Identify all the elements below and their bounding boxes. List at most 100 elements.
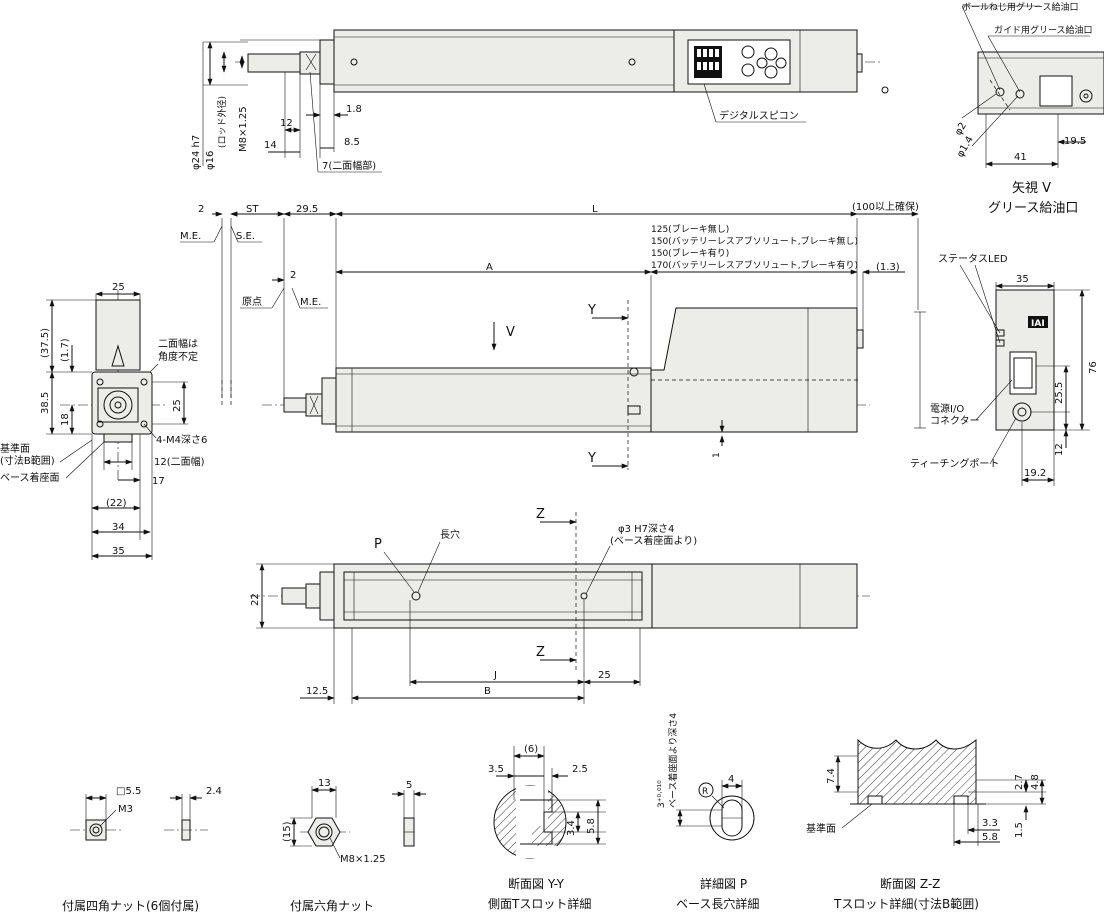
long-hole [411,591,421,601]
callout-long-hole: 長穴 [440,528,460,541]
callout-base-mount: ベース着座面 [0,471,60,484]
dim-zz-1-5: 1.5 [1014,822,1025,838]
dim-14: 14 [264,140,277,151]
dim-zz-2-7: 2.7 [1014,774,1025,790]
pin-hole [580,592,588,600]
detail-p-mark: P [374,537,382,552]
dim-clearance: (100以上確保) [852,200,919,213]
dim-r-25-5: 25.5 [1054,382,1065,404]
dim-hex-13: 13 [318,778,331,789]
dim-zz-7-4: 7.4 [826,768,837,784]
dim-origin-2: 2 [290,270,296,281]
dim-end-38-5: 38.5 [40,392,51,414]
section-z-top: Z [536,507,545,522]
dip-switch-icon [694,46,722,78]
dim-1-3: (1.3) [876,262,900,273]
dim-flats-7: 7(二面幅部) [322,159,376,172]
square-nut-detail: □5.5 M3 2.4 付属四角ナット(6個付属) [62,786,222,913]
dim-12: 12 [280,118,293,129]
dim-end-17: 17 [152,476,165,487]
callout-power-io-2: コネクター [930,415,980,427]
panel-down-button-icon [764,65,778,79]
dim-end-12-flats: 12(二面幅) [154,455,205,468]
side-view: Y Y V 2 ST 29.5 L (100以上確保) 125(ブレーキ無し) … [180,200,919,470]
dim-b-j: J [493,670,497,681]
dim-yy-5-8: 5.8 [586,818,597,834]
callout-teaching-port: ティーチングポート [910,457,999,470]
dim-hex-15: (15) [282,821,293,842]
dim-r-76: 76 [1088,361,1099,374]
callout-power-io-1: 電源I/O [930,402,964,415]
callout-reference-surface: 基準面 [806,822,836,835]
section-y-bottom: Y [587,451,596,466]
dim-thread: M8×1.25 [238,106,249,152]
dim-v-41: 41 [1014,152,1027,163]
dim-end-35: 35 [112,546,125,557]
callout-reference-surface-2: (寸法B範囲) [0,454,55,467]
hex-nut-detail: 13 (15) M8×1.25 5 付属六角ナット [282,778,426,913]
callout-pin-hole-2: (ベース着座面より) [610,534,697,547]
zz-title: 断面図 Z-Z [880,876,940,891]
top-body [333,29,675,93]
dim-a: A [486,262,493,273]
label-me-right: M.E. [300,297,321,308]
iai-logo [1028,316,1048,328]
side-controller [650,307,858,433]
dim-2: 2 [198,204,204,215]
panel-button-icon [741,63,755,77]
side-body [335,367,652,433]
dim-hex-5: 5 [406,780,412,791]
dim-yy-3-4: 3.4 [566,820,577,836]
dim-1-8: 1.8 [346,104,362,115]
dim-a-note-3: 150(ブレーキ有り) [651,247,729,259]
panel-up-button-icon [764,47,778,61]
radius-icon [698,782,714,798]
dim-rod-outer-note: (ロッド外径) [216,96,228,148]
yy-subtitle: 側面Tスロット詳細 [488,896,591,911]
callout-digital-speed-controller: デジタルスピコン [719,109,799,122]
dim-1: 1 [712,452,722,458]
dim-p-r: R [702,787,708,797]
dim-a-note-4: 170(バッテリーレスアブソリュート,ブレーキ有り) [651,259,858,271]
p-subtitle: ベース長穴詳細 [676,896,759,911]
dim-b-b: B [484,686,491,697]
callout-flats-1: 二面幅は [158,337,198,350]
iai-logo-text: IAI [1031,319,1045,329]
callout-reference-surface-1: 基準面 [0,442,30,455]
callout-ball-screw-grease: ボールねじ用グリース給油口 [962,1,1079,13]
bottom-body [333,563,653,629]
dim-r-12: 12 [1054,443,1065,456]
p-title: 詳細図 P [700,876,747,891]
dim-rod-outer: φ16 [205,151,216,170]
dim-hex-thread: M8×1.25 [340,854,386,865]
view-v-subtitle: グリース給油口 [988,201,1078,216]
dim-sq-size: □5.5 [116,786,141,797]
dim-end-25: 25 [112,282,125,293]
label-se: S.E. [236,231,255,242]
detail-p: 4 R 3⁺⁰·⁰¹⁰ ベース着座面より深さ4 詳細図 P ベース長穴詳細 [657,713,759,911]
end-view: 25 (37.5) (1.7) 38.5 18 25 二面幅は 角度不定 4-M… [0,282,207,560]
view-v-detail: ボールねじ用グリース給油口 ガイド用グリース給油口 φ2 φ1.4 19.5 4… [953,1,1104,216]
dim-yy-3-5: 3.5 [488,764,504,775]
dim-sq-2-4: 2.4 [206,786,222,797]
panel-right-button-icon [775,57,787,69]
dim-v-19-5: 19.5 [1064,136,1086,147]
dim-yy-2-5: 2.5 [572,764,588,775]
dim-st: ST [246,204,259,215]
dim-b-25: 25 [598,670,611,681]
view-v-title: 矢視 V [1012,181,1051,196]
callout-pin-hole-1: φ3 H7深さ4 [618,523,674,535]
dim-l: L [592,204,598,215]
section-zz-detail: 7.4 2.7 4.8 3.3 5.8 1.5 基準面 断面図 Z-Z Tスロッ… [806,738,1046,911]
dim-b-12-5: 12.5 [306,686,328,697]
callout-tapped-holes: 4-M4深さ6 [156,434,207,446]
dim-sq-m3: M3 [118,804,133,815]
dim-p-4: 4 [728,774,734,785]
dim-end-34: 34 [112,522,125,533]
v-arrow-label: V [506,325,515,340]
section-yy-detail: (6) 3.5 2.5 3.4 5.8 断面図 Y-Y 側面Tスロット詳細 [488,744,606,911]
top-rod [247,53,301,73]
bottom-view: Z Z P 長穴 φ3 H7深さ4 (ベース着座面より) 22 J 25 12.… [250,507,870,704]
dim-zz-5-8: 5.8 [982,832,998,843]
